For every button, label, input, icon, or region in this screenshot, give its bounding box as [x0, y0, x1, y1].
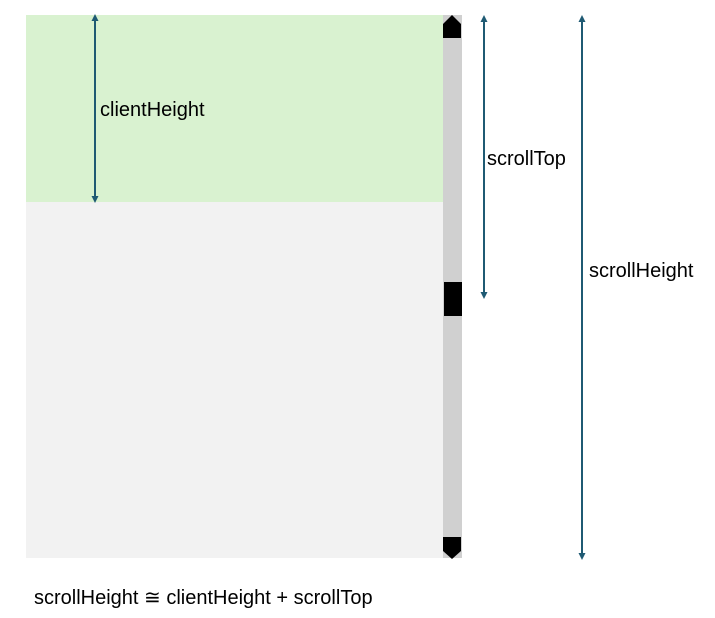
scrollbar-thumb[interactable] — [444, 282, 462, 316]
scroll-up-arrow-icon[interactable] — [443, 15, 461, 38]
client-height-arrow — [91, 14, 99, 203]
scroll-height-label: scrollHeight — [589, 260, 694, 282]
scroll-height-arrow — [578, 15, 586, 560]
scroll-top-arrow — [480, 15, 488, 299]
scroll-down-arrow-icon[interactable] — [443, 537, 461, 559]
client-height-label: clientHeight — [100, 99, 205, 121]
formula-caption: scrollHeight ≅ clientHeight + scrollTop — [34, 587, 373, 609]
scroll-top-label: scrollTop — [487, 148, 566, 170]
